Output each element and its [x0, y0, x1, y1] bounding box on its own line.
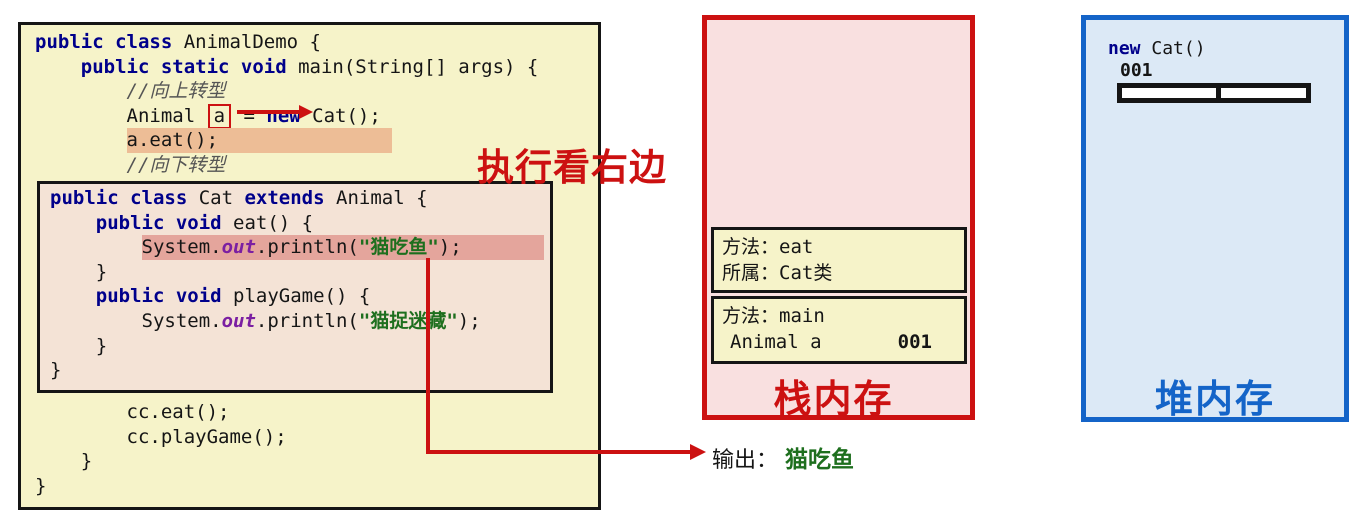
heap-memory-box: new Cat() 001 堆内存: [1081, 15, 1349, 422]
code-line-println-playgame: System.out.println("猫捉迷藏");: [141, 309, 481, 332]
code-line-println-eat: System.out.println("猫吃鱼");: [50, 235, 544, 260]
code-line-upcast: Animal a = new Cat();: [35, 103, 381, 129]
output-value: 猫吃鱼: [785, 447, 854, 473]
frame-eat-method-row: 方法：eat: [722, 236, 814, 258]
code-line-cc-eat: cc.eat();: [35, 401, 230, 423]
heap-new-cat: new Cat(): [1108, 38, 1206, 59]
upcast-arrow-head-icon: [299, 105, 313, 119]
println-highlight: System.out.println("猫吃鱼");: [141, 235, 544, 260]
heap-object-cell-1: [1122, 88, 1216, 98]
heap-object-cell-2: [1220, 88, 1306, 98]
output-arrow-head-icon: [690, 444, 706, 460]
code-line-main-decl: public static void main(String[] args) {: [35, 55, 539, 78]
cat-class-code: public class Cat extends Animal { public…: [50, 186, 544, 383]
stack-frame-main: 方法：main Animal a 001: [711, 296, 967, 364]
upcast-arrow-line: [237, 110, 301, 114]
animaldemo-code-bottom: cc.eat(); cc.playGame(); } }: [35, 400, 287, 498]
code-line-cc-playgame: cc.playGame();: [35, 425, 287, 448]
output-flow-vline: [426, 258, 430, 452]
heap-object-cells: [1117, 83, 1311, 103]
code-line-playgame-decl: public void playGame() {: [50, 285, 371, 308]
output-text: 输出： 猫吃鱼: [712, 440, 854, 474]
cat-eats-fish-string: "猫吃鱼": [358, 236, 439, 259]
code-line-close-cat: }: [50, 359, 62, 382]
heap-memory-title: 堆内存: [1154, 377, 1275, 421]
var-a-red-box: a: [207, 103, 232, 129]
stack-memory-title: 栈内存: [773, 377, 894, 421]
code-line-class-decl: public class AnimalDemo {: [35, 31, 321, 53]
code-line-upcast-comment: //向上转型: [35, 80, 226, 103]
heap-object-address: 001: [1120, 60, 1153, 81]
new-keyword: new: [266, 104, 301, 127]
code-line-a-eat: a.eat();: [35, 128, 538, 153]
frame-eat-owner-row: 所属：Cat类: [722, 262, 833, 284]
code-line-close-playgame: }: [50, 334, 108, 357]
animaldemo-code-top: public class AnimalDemo { public static …: [35, 30, 538, 178]
cat-class-box: public class Cat extends Animal { public…: [37, 181, 553, 393]
code-line-downcast-comment: //向下转型: [35, 153, 226, 176]
frame-main-var-row: Animal a 001: [722, 329, 956, 355]
var-name: Animal a: [730, 331, 822, 353]
code-line-close-animaldemo: }: [35, 474, 47, 497]
frame-main-method-row: 方法：main: [722, 305, 825, 327]
stack-frame-eat: 方法：eat 所属：Cat类: [711, 227, 967, 293]
a-eat-highlight: a.eat();: [126, 128, 392, 153]
cat-hide-seek-string: "猫捉迷藏": [358, 309, 458, 332]
stack-memory-box: 方法：eat 所属：Cat类 方法：main Animal a 001 栈内存: [702, 15, 975, 421]
animaldemo-code-box: public class AnimalDemo { public static …: [18, 22, 601, 510]
code-line-close-main: }: [35, 450, 93, 473]
code-line-eat-decl: public void eat() {: [50, 211, 314, 234]
code-line-cat-decl: public class Cat extends Animal {: [50, 187, 428, 209]
var-address: 001: [897, 331, 932, 353]
exec-note: 执行看右边: [477, 146, 667, 189]
code-line-close-eat: }: [50, 260, 108, 283]
output-flow-hline: [426, 450, 690, 454]
output-label: 输出：: [712, 448, 785, 473]
